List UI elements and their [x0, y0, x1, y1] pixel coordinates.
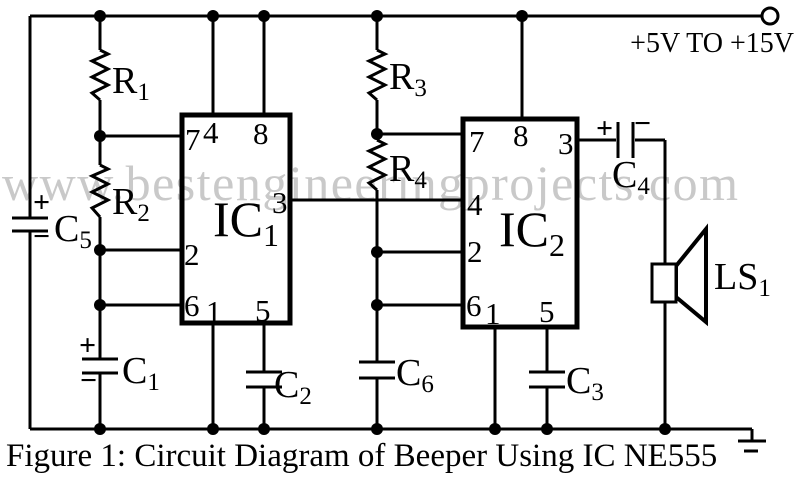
ic2-pin2-label: 2: [467, 234, 483, 269]
label-c2: C2: [274, 364, 312, 410]
resistor-r1-symbol: [88, 48, 112, 102]
ic2-pin7-label: 7: [469, 124, 485, 159]
ic2-pin-wires: [377, 16, 565, 429]
c5-minus-sign: −: [33, 220, 51, 253]
label-r4: R4: [389, 148, 427, 194]
ic1-pin-wires: [100, 16, 463, 429]
c1-plus-sign: +: [79, 329, 97, 362]
junction-dots: [94, 10, 671, 435]
ic2-label: IC2: [499, 201, 565, 263]
ic1-pin4-label: 4: [203, 115, 219, 150]
c5-plus-sign: +: [33, 186, 51, 219]
label-r2: R2: [112, 181, 150, 227]
ic2-pin4-label: 4: [467, 187, 483, 222]
ic1-pin2-label: 2: [184, 237, 200, 272]
label-r3: R3: [389, 56, 427, 102]
ic2-pin1-label: 1: [485, 296, 501, 331]
label-c1: C1: [122, 350, 160, 396]
capacitor-c4-symbol: [616, 122, 635, 158]
capacitor-c5-symbol: [12, 216, 48, 233]
c4-minus-sign: −: [634, 107, 652, 140]
resistor-r4-symbol: [365, 138, 389, 192]
capacitor-c3-symbol: [529, 370, 565, 389]
ic1-pin3-label: 3: [272, 185, 288, 220]
branch-r3-r4-c6: [359, 16, 395, 429]
ic1-pin1-label: 1: [206, 294, 222, 329]
supply-voltage-label: +5V TO +15V: [630, 28, 794, 59]
ic1-pin6-label: 6: [184, 288, 200, 323]
c4-plus-sign: +: [596, 112, 614, 145]
figure-caption: Figure 1: Circuit Diagram of Beeper Usin…: [6, 438, 718, 474]
top-power-rail: [30, 6, 780, 26]
ic2-pin8-label: 8: [513, 118, 529, 153]
left-branch-c5: [12, 16, 48, 429]
ic2-pin6-label: 6: [466, 288, 482, 323]
speaker-symbol-icon: [650, 223, 708, 327]
ic1-pin7-label: 7: [185, 122, 201, 157]
ic1-label: IC1: [213, 191, 279, 253]
label-c5: C5: [54, 208, 92, 254]
resistor-r2-symbol: [88, 163, 112, 218]
label-c4: C4: [612, 154, 650, 200]
c1-minus-sign: −: [80, 364, 98, 397]
resistor-r3-symbol: [365, 48, 389, 102]
ic2-pin3-label: 3: [558, 126, 574, 161]
ic1-pin5-label: 5: [255, 293, 271, 328]
label-c3: C3: [566, 360, 604, 406]
supply-terminal-icon: [760, 6, 780, 26]
bottom-ground-rail: [30, 427, 766, 453]
ic2-pin5-label: 5: [539, 294, 555, 329]
ic2-box: [460, 116, 580, 330]
label-r1: R1: [112, 60, 150, 106]
ground-symbol-icon: [738, 429, 766, 453]
ic1-pin8-label: 8: [253, 116, 269, 151]
ic1-box: [179, 112, 293, 326]
label-c6: C6: [396, 352, 434, 398]
output-branch-c4-speaker: [577, 122, 708, 429]
label-ls1: LS1: [714, 256, 771, 302]
capacitor-c6-symbol: [359, 360, 395, 380]
